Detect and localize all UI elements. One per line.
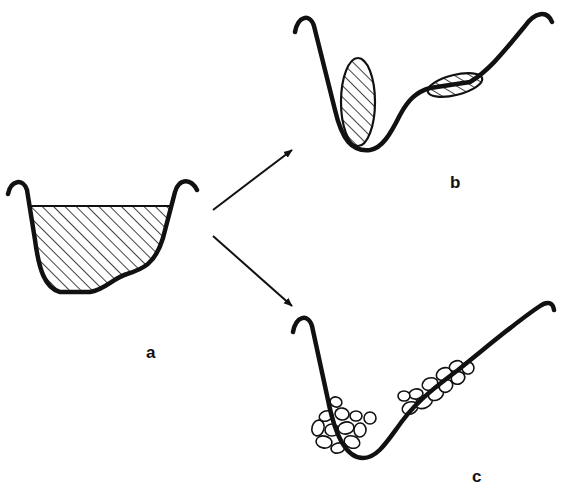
valley-section: a: [5, 170, 201, 368]
valley-profile: [8, 181, 197, 292]
panel-letter: c: [472, 468, 481, 485]
arrow: [213, 150, 292, 210]
valley-profile: [293, 303, 554, 458]
hatched-body: [341, 58, 375, 146]
valley-section: b: [290, 0, 560, 196]
valley-section: c: [288, 290, 558, 487]
pebble: [315, 435, 333, 450]
pebble: [350, 411, 362, 421]
valley-profile: [295, 14, 552, 150]
arrow: [213, 236, 292, 306]
valley-outline: [5, 170, 201, 368]
pebble: [398, 391, 410, 401]
panel-letter: b: [450, 174, 460, 191]
valley-outline: [288, 290, 558, 487]
hatched-fill: [29, 206, 172, 292]
pebble: [364, 412, 376, 424]
pebble: [353, 423, 366, 438]
panel-letter: a: [146, 344, 155, 361]
valley-outline: [290, 0, 560, 196]
pebble: [334, 407, 350, 421]
